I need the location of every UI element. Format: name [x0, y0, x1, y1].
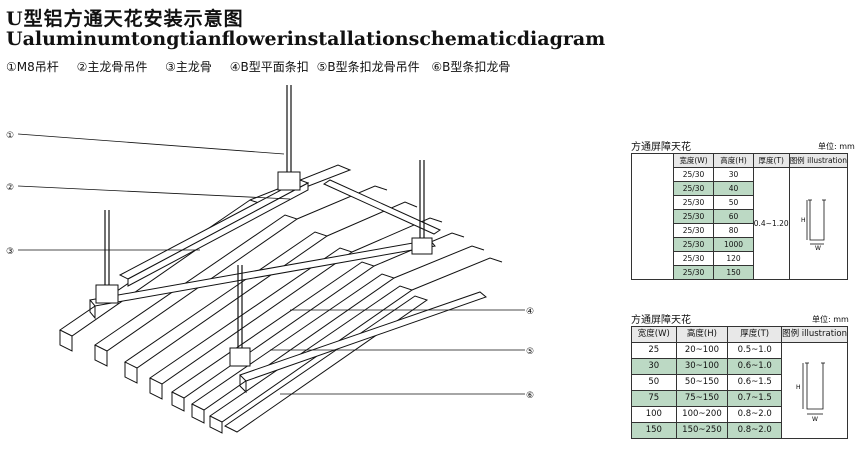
callout-5: ⑤ — [526, 347, 534, 357]
table1-header-illustration: 图例 illustration — [788, 153, 849, 168]
installation-schematic: ① ② ③ ④ ⑤ ⑥ — [6, 85, 534, 434]
legend-item-4: ④B型平面条扣 — [229, 60, 309, 74]
callout-3: ③ — [6, 247, 14, 257]
table1-header-thickness: 厚度(T) — [752, 153, 790, 168]
callout-numbers: ① ② ③ ④ ⑤ ⑥ — [6, 131, 534, 401]
table1-unit: 单位: mm — [818, 142, 855, 151]
table2-header-thickness: 厚度(T) — [727, 326, 783, 343]
callout-2: ② — [6, 183, 14, 193]
callout-leaders — [17, 133, 525, 395]
legend-item-1: ①M8吊杆 — [6, 60, 59, 74]
title-chinese: U型铝方通天花安装示意图 — [6, 8, 244, 30]
legend-item-2: ②主龙骨吊件 — [76, 60, 148, 74]
u-profile-illustration-2: H W — [796, 362, 825, 423]
table1: 宽度(W) 高度(H) 厚度(T) 图例 illustration 25/30 … — [631, 153, 849, 280]
table1-header-width: 宽度(W) — [672, 153, 715, 168]
table2: 宽度(W) 高度(H) 厚度(T) 图例 illustration 25 20~… — [631, 326, 848, 439]
hanger-brackets — [95, 171, 433, 367]
illus-w-label: W — [815, 245, 821, 252]
table-row: 25/30 30 0.4~1.20 H W — [631, 167, 849, 280]
table2-unit: 单位: mm — [812, 315, 849, 324]
parts-legend: ①M8吊杆 ②主龙骨吊件 ③主龙骨 ④B型平面条扣 ⑤B型条扣龙骨吊件 ⑥B型条… — [6, 58, 524, 75]
table-row: 25 20~100 0.5~1.0 H W — [631, 342, 848, 439]
table1-title: 方通屏障天花 — [631, 142, 691, 153]
illus2-w-label: W — [812, 416, 818, 423]
main-keel — [118, 179, 442, 287]
table2-header-illustration: 图例 illustration — [781, 326, 848, 343]
illus-h-label: H — [801, 217, 806, 224]
callout-6: ⑥ — [526, 391, 534, 401]
legend-item-5: ⑤B型条扣龙骨吊件 — [316, 60, 420, 74]
table2-header-height: 高度(H) — [675, 326, 729, 343]
table1-illustration: H W — [788, 167, 849, 280]
table2-illustration: H W — [781, 342, 848, 439]
callout-1: ① — [6, 131, 14, 141]
u-profile-illustration: H W — [801, 199, 827, 252]
legend-item-6: ⑥B型条扣龙骨 — [431, 60, 511, 74]
table2-title: 方通屏障天花 — [631, 315, 691, 326]
title-english: Ualuminumtongtianflowerinstallationschem… — [6, 28, 606, 50]
legend-item-3: ③主龙骨 — [165, 60, 212, 74]
table2-header-width: 宽度(W) — [631, 326, 677, 343]
table1-thickness: 0.4~1.20 — [752, 167, 790, 280]
table1-header-height: 高度(H) — [713, 153, 754, 168]
b-type-keels — [89, 239, 487, 394]
callout-4: ④ — [526, 307, 534, 317]
illus2-h-label: H — [796, 384, 801, 391]
